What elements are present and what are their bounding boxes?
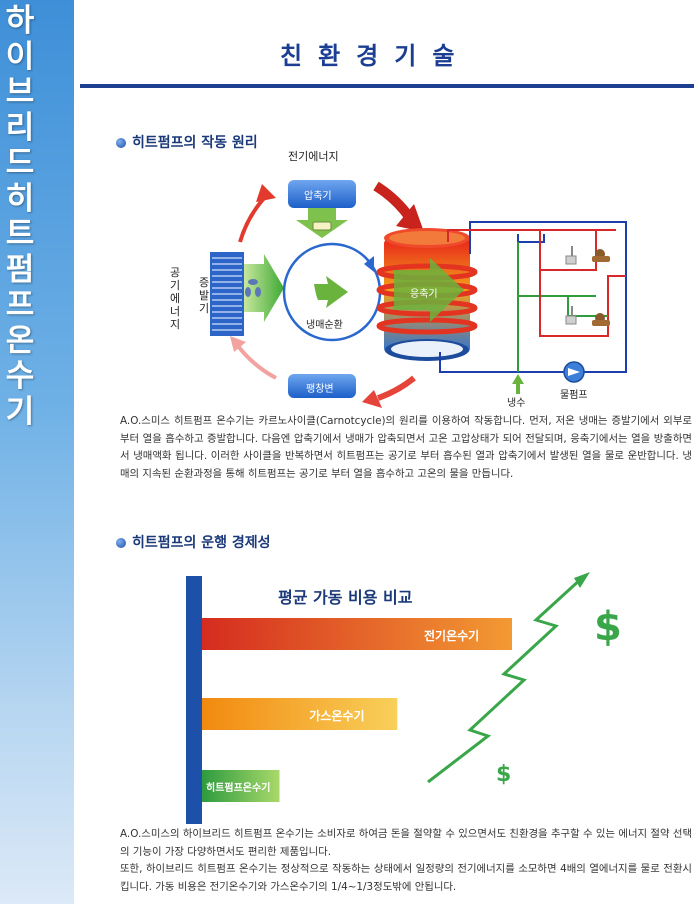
bar-3: [202, 770, 280, 802]
chart-graphic: [186, 572, 590, 824]
chart-axis: [186, 576, 202, 824]
compressor-label: 압축기: [304, 191, 332, 202]
sidebar-char: 펌: [5, 251, 35, 288]
bar-label: 가스온수기: [309, 709, 365, 723]
fan-icon: [245, 279, 261, 297]
page-title: 친환경기술: [280, 42, 471, 70]
chart-title: 평균 가동 비용 비교: [278, 588, 413, 607]
sidebar-char: 수: [5, 358, 35, 394]
section-heading-text: 히트펌프의 운행 경제성: [132, 535, 271, 551]
sidebar-char: 프: [5, 287, 35, 323]
economy-line-2: 또한, 하이브리드 히트펌프 온수기는 정상적으로 작동하는 상태에서 일정량의…: [120, 863, 692, 893]
sidebar-char: 리: [5, 109, 35, 146]
faucet-icon: [565, 246, 610, 265]
expansion-valve-box: [288, 374, 356, 398]
electric-energy-label: 전기에너지: [288, 150, 339, 163]
zigzag-line: [427, 576, 584, 784]
refrigerant-cycle-label: 냉매순환: [306, 320, 343, 331]
section-heading-text: 히트펌프의 작동 원리: [132, 135, 258, 151]
bullet-icon: [116, 138, 126, 148]
dollar-icon: $: [594, 604, 622, 650]
title-divider: [80, 84, 694, 88]
bar-label: 전기온수기: [424, 629, 480, 643]
cold-water-label: 냉수: [507, 398, 526, 409]
sidebar-char: 브: [5, 74, 35, 110]
sidebar-char: 기: [5, 393, 35, 430]
expansion-valve-label: 팽창변: [306, 384, 334, 395]
compressor-box: [288, 180, 356, 208]
water-pump-label: 물펌프: [560, 390, 588, 401]
sidebar-char: 이: [5, 38, 35, 75]
bullet-icon: [116, 538, 126, 548]
sidebar-char: 히: [5, 180, 35, 217]
diagram-graphic: [210, 180, 627, 408]
dollar-icon: $: [496, 762, 512, 787]
bar-label: 히트펌프온수기: [206, 783, 271, 794]
sidebar-char: 온: [5, 322, 35, 359]
bar-2: [202, 698, 398, 730]
cycle-arrow-up: [238, 194, 268, 243]
economy-line-1: A.O.스미스의 하이브리드 히트펌프 온수기는 소비자로 하여금 돈을 절약할…: [120, 828, 692, 858]
sidebar-char: 하: [5, 3, 35, 39]
condenser-label: 응축기: [410, 289, 438, 300]
section-heading-economy: 히트펌프의 운행 경제성: [116, 532, 271, 552]
operation-description: A.O.스미스 히트펌프 온수기는 카르노사이클(Carnotcycle)의 원…: [120, 415, 692, 480]
sidebar-char: 드: [5, 145, 35, 181]
section-heading-operation: 히트펌프의 작동 원리: [116, 132, 258, 152]
faucet-icon: [565, 306, 610, 326]
bar-1: [202, 618, 512, 650]
sidebar-char: 트: [5, 216, 35, 252]
economy-description: A.O.스미스의 하이브리드 히트펌프 온수기는 소비자로 하여금 돈을 절약할…: [120, 826, 692, 896]
